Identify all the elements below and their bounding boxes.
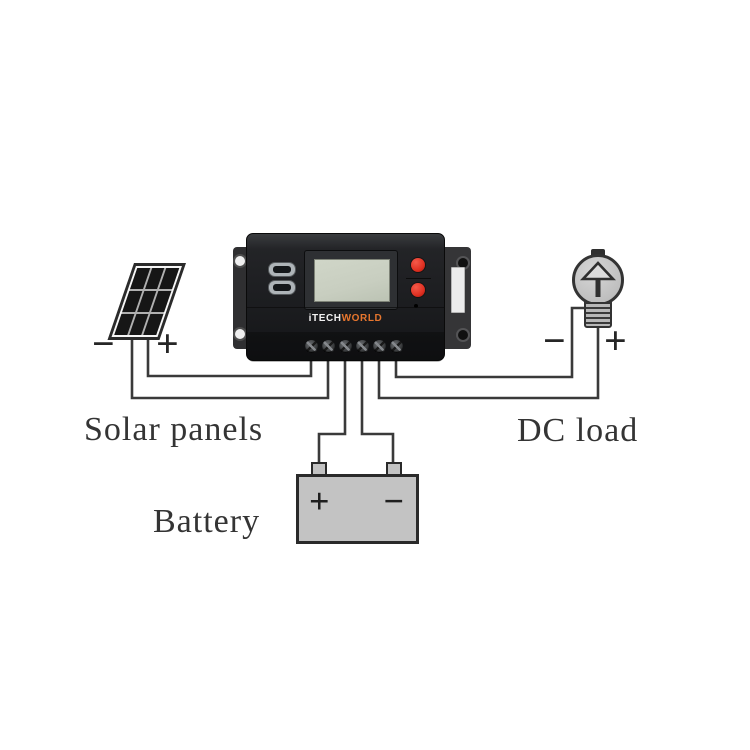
terminal-screw-icon: [373, 340, 386, 353]
load-positive-sign: +: [604, 318, 627, 363]
solar-negative-sign: −: [92, 321, 115, 366]
brand-prefix: iTECH: [308, 313, 342, 324]
wire-load-positive: [377, 320, 600, 400]
wire-solar-positive: [146, 331, 313, 378]
battery-positive-sign: +: [309, 481, 330, 521]
terminal-screw-icon: [305, 340, 318, 353]
bulb-filament-arrow: [579, 261, 617, 297]
light-bulb-icon: [572, 254, 624, 306]
wire-battery-negative: [360, 360, 395, 465]
bulb-threaded-base: [584, 302, 612, 328]
battery-negative-sign: −: [383, 481, 404, 521]
mounting-hole-icon: [235, 329, 245, 339]
dc-load-label: DC load: [517, 412, 639, 449]
terminal-screw-icon: [356, 340, 369, 353]
terminal-screw-icon: [339, 340, 352, 353]
terminal-screw-icon: [390, 340, 403, 353]
solar-positive-sign: +: [156, 321, 179, 366]
mounting-hole-icon: [235, 256, 245, 266]
mounting-hole-icon: [458, 258, 468, 268]
mounting-hole-icon: [458, 330, 468, 340]
battery-label: Battery: [153, 503, 261, 540]
button-divider: [406, 278, 431, 279]
usb-port-icon: [268, 262, 296, 277]
terminal-screw-icon: [322, 340, 335, 353]
side-sticker: [451, 267, 465, 313]
controller-button-icon: [411, 258, 425, 272]
usb-port-icon: [268, 280, 296, 295]
wire-solar-negative: [130, 330, 330, 400]
wire-battery-positive: [317, 360, 347, 465]
bulb-top-contact: [591, 249, 605, 256]
lcd-screen: [314, 259, 390, 302]
solar-panels-label: Solar panels: [84, 411, 264, 448]
charge-controller-icon: iTECHWORLD: [233, 233, 471, 362]
controller-button-icon: [411, 283, 425, 297]
brand-logo: iTECHWORLD: [247, 313, 444, 324]
load-negative-sign: −: [543, 318, 566, 363]
body-seam: [247, 307, 444, 308]
lcd-bezel: [304, 250, 398, 310]
battery-icon: + −: [296, 474, 419, 544]
wire-load-negative: [394, 306, 586, 379]
indicator-dot: [414, 304, 418, 308]
mounting-flange-right: [442, 247, 471, 349]
controller-body: iTECHWORLD: [246, 233, 445, 362]
brand-suffix: WORLD: [341, 313, 383, 324]
